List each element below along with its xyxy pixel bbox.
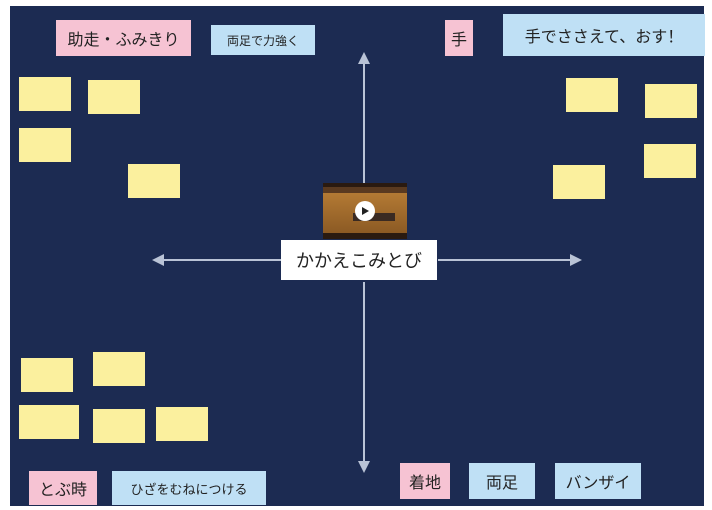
sticky-note[interactable] <box>19 128 71 162</box>
arrow-left-head <box>152 254 164 266</box>
video-wall <box>323 187 407 197</box>
play-icon[interactable] <box>355 201 375 221</box>
arrow-right-head <box>570 254 582 266</box>
tag-knees-to-chest[interactable]: ひざをむねにつける <box>112 471 266 505</box>
sticky-note[interactable] <box>88 80 140 114</box>
sticky-note[interactable] <box>128 164 180 198</box>
video-mat <box>353 213 395 221</box>
center-title[interactable]: かかえこみとび <box>281 240 437 280</box>
label-run-up-takeoff[interactable]: 助走・ふみきり <box>56 20 191 56</box>
sticky-note[interactable] <box>553 165 605 199</box>
sticky-note[interactable] <box>19 77 71 111</box>
sticky-note[interactable] <box>645 84 697 118</box>
label-landing[interactable]: 着地 <box>400 463 450 499</box>
tag-banzai[interactable]: バンザイ <box>555 463 641 499</box>
sticky-note[interactable] <box>19 405 79 439</box>
tag-both-feet[interactable]: 両足 <box>469 463 535 499</box>
sticky-note[interactable] <box>93 409 145 443</box>
arrow-down-head <box>358 461 370 473</box>
tag-both-feet-strong[interactable]: 両足で力強く <box>211 25 315 55</box>
arrow-up-head <box>358 52 370 64</box>
sticky-note[interactable] <box>93 352 145 386</box>
sticky-note[interactable] <box>644 144 696 178</box>
label-jump-time[interactable]: とぶ時 <box>29 471 97 505</box>
sticky-note[interactable] <box>566 78 618 112</box>
tag-support-push-with-hands[interactable]: 手でささえて、おす！ <box>503 14 705 56</box>
label-hand[interactable]: 手 <box>445 20 473 56</box>
video-thumbnail-icon[interactable] <box>323 183 407 239</box>
sticky-note[interactable] <box>156 407 208 441</box>
sticky-note[interactable] <box>21 358 73 392</box>
